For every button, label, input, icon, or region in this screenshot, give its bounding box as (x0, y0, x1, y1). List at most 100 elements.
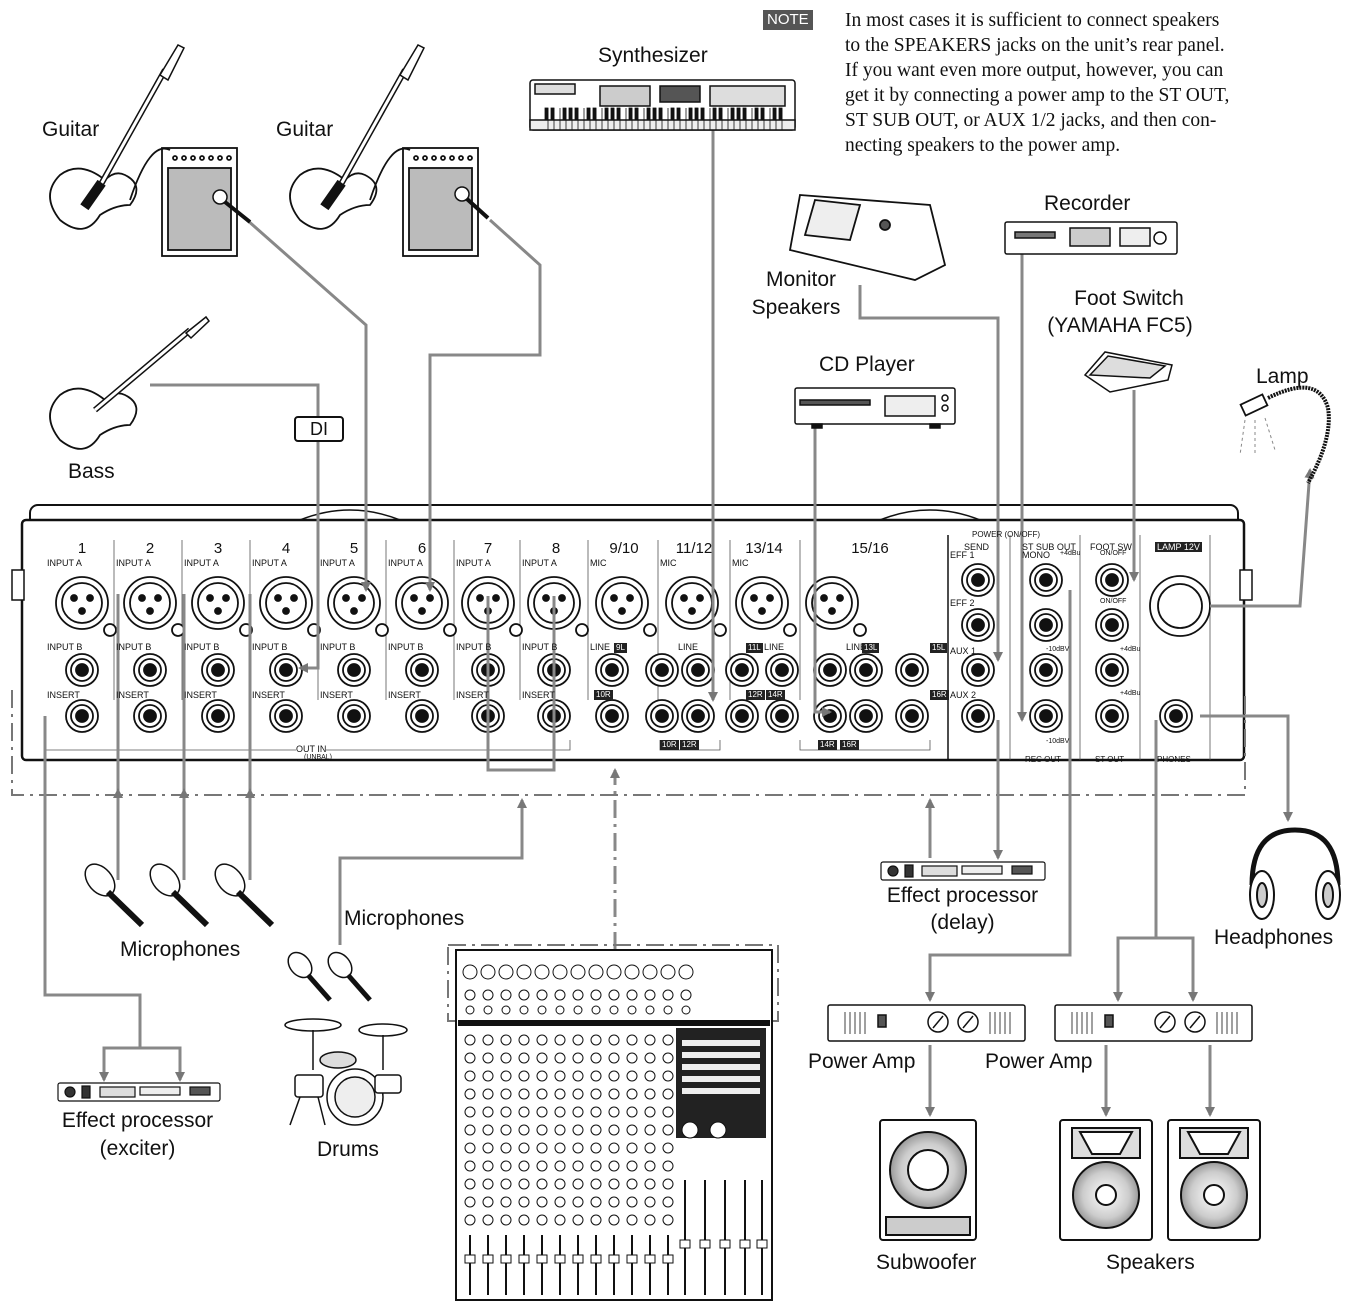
mixer-knob (464, 1088, 476, 1100)
mixer-knob (500, 1178, 512, 1190)
mixer-knob (554, 1106, 566, 1118)
mixer-knob (572, 1196, 584, 1208)
xlr-connector (805, 576, 867, 637)
synth-black-key (628, 107, 633, 121)
st-out-left-cable (1113, 720, 1158, 1002)
mixer-knob (662, 1160, 674, 1172)
mixer-input-jack (498, 964, 514, 980)
input-b-label: INPUT B (388, 642, 424, 652)
note-line: In most cases it is sufficient to connec… (845, 10, 1220, 31)
foot-switch-drawing (1083, 351, 1173, 393)
mixer-knob (590, 1052, 602, 1064)
on-off-label: ON/OFF (1100, 598, 1127, 605)
phone-jack (961, 563, 995, 597)
cd-player-label: CD Player (819, 353, 915, 376)
input-b-label: INPUT B (320, 642, 356, 652)
mixer-knob (482, 1142, 494, 1154)
phone-jack (961, 608, 995, 642)
mixer-fader-cap (608, 1254, 620, 1264)
note-line: If you want even more output, however, y… (845, 60, 1224, 81)
mixer-knob (662, 1124, 674, 1136)
speakers-label: Speakers (1106, 1251, 1195, 1274)
mixer-knob (662, 1178, 674, 1190)
phones-label: PHONES (1157, 755, 1191, 764)
input-a-label: INPUT A (184, 558, 219, 568)
mixer-input-jack (555, 1005, 565, 1015)
foot-switch-label-1: Foot Switch (1074, 287, 1184, 310)
mixer-knob (626, 1124, 638, 1136)
synth-black-key (562, 107, 567, 121)
mixer-knob (572, 1070, 584, 1082)
mixer-knob (662, 1052, 674, 1064)
note-text: In most cases it is sufficient to connec… (845, 8, 1330, 158)
input-b-label: INPUT B (522, 642, 558, 652)
mixer-knob (662, 1106, 674, 1118)
subwoofer-drawing (879, 1119, 977, 1241)
phone-jack (961, 699, 995, 733)
mixer-knob (536, 1070, 548, 1082)
insert-label: INSERT (116, 690, 149, 700)
phone-jack (1029, 563, 1063, 597)
mic-label: MIC (660, 558, 677, 568)
mixer-knob (608, 1070, 620, 1082)
phones-cable (1200, 714, 1293, 822)
guitar-amp-1-drawing (129, 147, 238, 257)
mixer-knob (572, 1160, 584, 1172)
mixer-input-jack (572, 989, 584, 1001)
eff1-label: EFF 1 (950, 550, 975, 560)
channel-label: 2 (145, 540, 155, 557)
mixer-input-jack (482, 989, 494, 1001)
mixer-input-jack (590, 989, 602, 1001)
mixer-input-jack (681, 1005, 691, 1015)
drums-drawing (284, 1018, 408, 1126)
mixer-input-jack (642, 964, 658, 980)
amp-mic-1-icon (212, 189, 252, 224)
mixer-knob (482, 1052, 494, 1064)
note-line: necting speakers to the power amp. (845, 135, 1121, 156)
mixer-knob (482, 1160, 494, 1172)
insert-label: INSERT (456, 690, 489, 700)
master-fader-cap (756, 1239, 768, 1249)
level-label: +4dBu (1060, 550, 1081, 557)
cables (43, 130, 1315, 1117)
mixer-knob (464, 1124, 476, 1136)
mixer-knob (590, 1196, 602, 1208)
guitar-2-drawing (289, 44, 426, 230)
mixer-knob (464, 1034, 476, 1046)
mixer-knob (482, 1124, 494, 1136)
mixer-input-jack (609, 1005, 619, 1015)
mixer-knob (536, 1106, 548, 1118)
guitar-1-drawing (49, 44, 186, 230)
exciter-send-cable (43, 716, 142, 1082)
mixer-knob (662, 1034, 674, 1046)
synth-black-key (754, 107, 759, 121)
channel-label: 3 (213, 540, 223, 557)
mic-label: MIC (732, 558, 749, 568)
monitor-cable (858, 285, 1003, 662)
mixer-knob (590, 1214, 602, 1226)
mixer-fader-cap (554, 1254, 566, 1264)
phone-jack (595, 653, 629, 687)
mixer-knob (518, 1214, 530, 1226)
mixer-knob (500, 1088, 512, 1100)
mixer-knob (590, 1106, 602, 1118)
mixer-input-jack (644, 989, 656, 1001)
monitor-label-1: Monitor (765, 268, 837, 291)
mixer-knob (572, 1088, 584, 1100)
send-label: SEND (964, 542, 990, 552)
mixer-input-jack (588, 964, 604, 980)
master-fader-cap (739, 1239, 751, 1249)
mixer-knob (464, 1214, 476, 1226)
guitar-amp-2-drawing (369, 147, 479, 257)
st-out-right-cable (1156, 936, 1198, 1002)
speaker-right-drawing (1167, 1119, 1261, 1241)
phone-jack (681, 699, 715, 733)
mixer-knob (644, 1160, 656, 1172)
power-amp-2-label: Power Amp (985, 1050, 1093, 1073)
mixer-knob (608, 1052, 620, 1064)
phone-jack (133, 699, 167, 733)
lamp-drawing (1239, 385, 1331, 484)
channel-tag: 14R (818, 740, 837, 750)
mixer-input-jack (663, 1005, 673, 1015)
